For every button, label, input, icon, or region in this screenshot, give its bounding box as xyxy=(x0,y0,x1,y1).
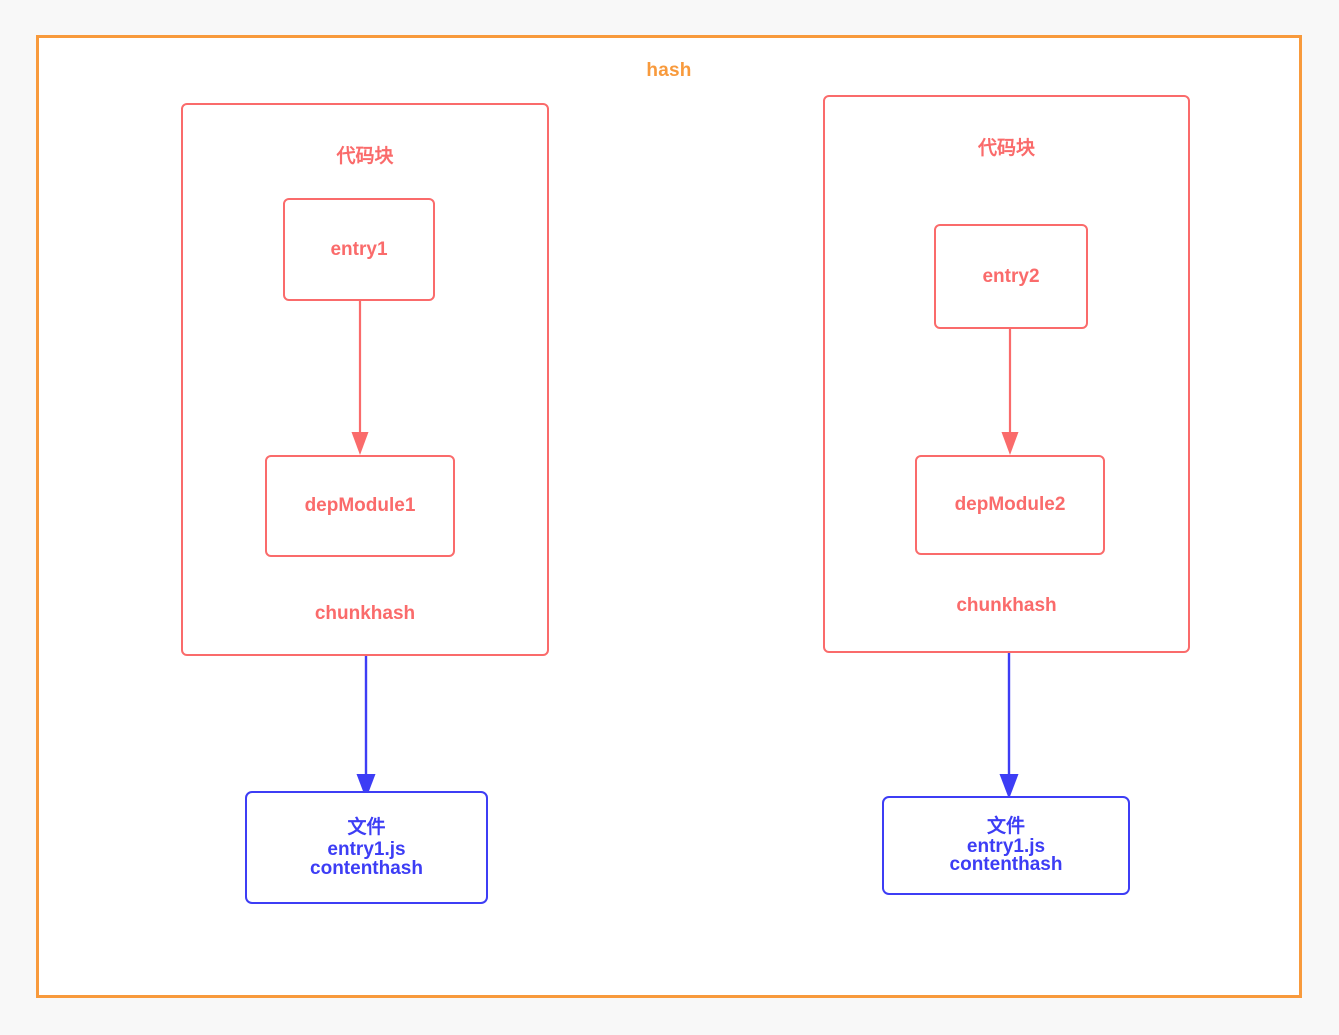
file-box-2-hash: contenthash xyxy=(949,853,1063,875)
dep-module-box-1[interactable]: depModule1 xyxy=(265,455,455,557)
arrow-entry1-to-depmodule1 xyxy=(348,301,372,457)
chunk-title-1: 代码块 xyxy=(336,146,394,167)
hash-label: hash xyxy=(646,60,692,81)
chunkhash-label-1: chunkhash xyxy=(314,603,416,624)
file-box-1-name: entry1.js xyxy=(327,838,406,860)
chunk-title-2: 代码块 xyxy=(977,138,1035,159)
arrow-chunk2-to-file2 xyxy=(997,653,1021,801)
entry-box-2-label: entry2 xyxy=(982,265,1040,287)
chunk-box-1: 代码块 chunkhash xyxy=(181,103,549,656)
entry-box-2[interactable]: entry2 xyxy=(934,224,1088,329)
arrow-chunk1-to-file1 xyxy=(354,656,378,801)
dep-module-box-2[interactable]: depModule2 xyxy=(915,455,1105,555)
entry-box-1-label: entry1 xyxy=(330,238,388,260)
file-box-1-hash: contenthash xyxy=(310,857,423,879)
file-box-1[interactable]: 文件 entry1.js contenthash xyxy=(245,791,488,904)
dep-module-box-1-label: depModule1 xyxy=(304,495,416,516)
chunkhash-label-2: chunkhash xyxy=(956,595,1057,616)
file-box-2[interactable]: 文件 entry1.js contenthash xyxy=(882,796,1130,895)
chunk-box-2: 代码块 chunkhash xyxy=(823,95,1190,653)
file-box-1-kind: 文件 xyxy=(347,816,386,838)
arrow-entry2-to-depmodule2 xyxy=(998,329,1022,457)
file-box-2-kind: 文件 xyxy=(986,815,1025,837)
dep-module-box-2-label: depModule2 xyxy=(954,494,1066,515)
file-box-2-name: entry1.js xyxy=(966,836,1046,858)
entry-box-1[interactable]: entry1 xyxy=(283,198,435,301)
